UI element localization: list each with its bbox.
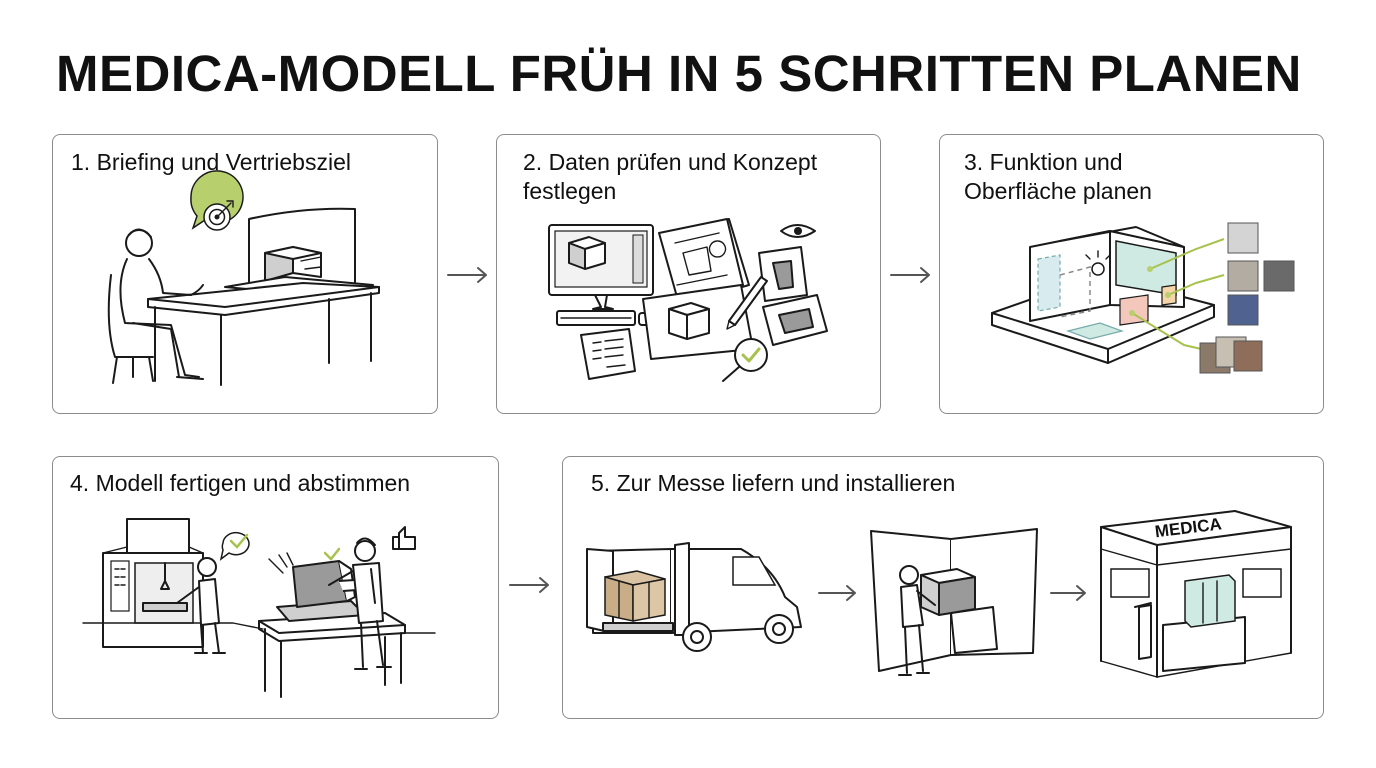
step-3-title: 3. Funktion und Oberfläche planen [964,149,1152,204]
step-5-card: 5. Zur Messe liefern und installieren [562,456,1324,719]
step-1-title: 1. Briefing und Vertriebsziel [71,149,351,175]
step-4-card: 4. Modell fertigen und abstimmen [52,456,499,719]
page-title: MEDICA-MODELL FRÜH IN 5 SCHRITTEN PLANEN [56,45,1302,102]
data-review-illustration [548,218,828,382]
delivery-illustration: MEDICA [586,510,1292,678]
target-icon [190,170,244,231]
arrow-1-to-2 [447,267,487,283]
arrow-2-to-3 [890,267,930,283]
arrow-4-to-5 [509,577,549,593]
step-3-card: 3. Funktion und Oberfläche planen [939,134,1324,414]
step-5-title: 5. Zur Messe liefern und installieren [591,470,956,496]
step-4-title: 4. Modell fertigen und abstimmen [70,470,411,496]
step-1-card: 1. Briefing und Vertriebsziel [52,134,438,414]
function-surface-illustration [991,222,1295,374]
step-2-title: 2. Daten prüfen und Konzept festlegen [523,149,818,204]
step-2-card: 2. Daten prüfen und Konzept festlegen [496,134,881,414]
briefing-illustration [107,170,380,386]
manufacturing-illustration [82,518,436,698]
